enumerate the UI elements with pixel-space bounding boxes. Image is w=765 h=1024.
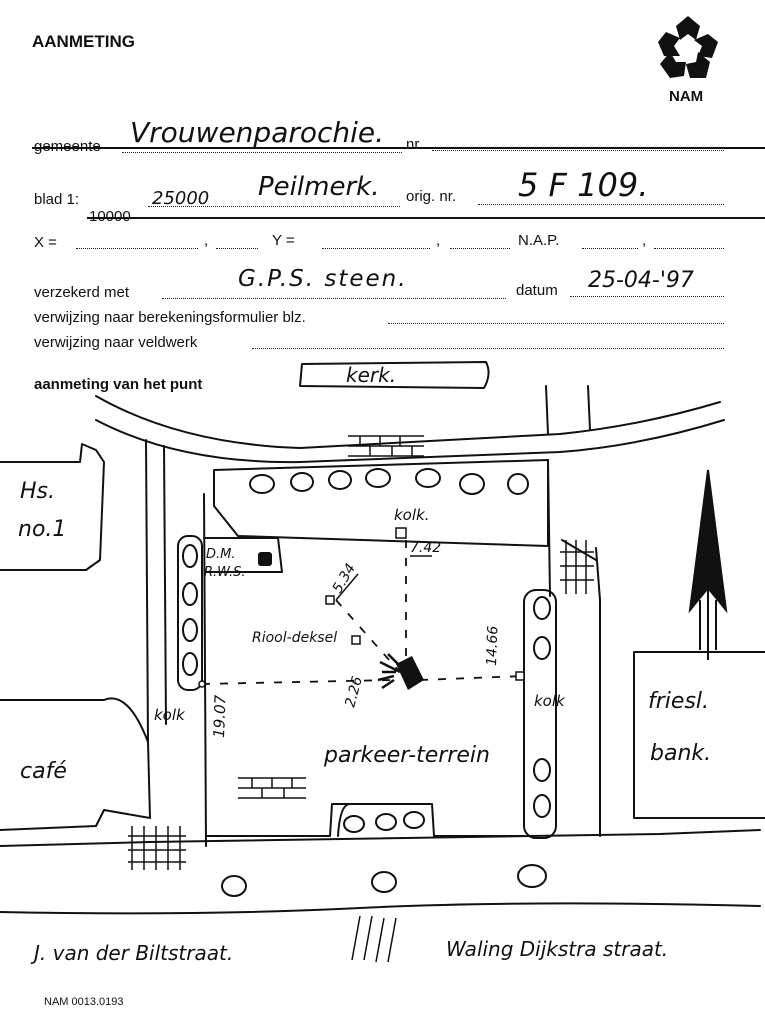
measure-ticks	[335, 555, 432, 601]
peilmerk-value: Peilmerk.	[258, 172, 380, 202]
road-east	[561, 539, 601, 837]
top-planter	[213, 459, 549, 547]
y-decimal-line	[450, 248, 510, 249]
rws-label: R.W.S.	[204, 565, 245, 580]
blad-struck-value: 10000	[87, 208, 765, 225]
orig-nr-label: orig. nr.	[406, 188, 457, 205]
hs-label: Hs.	[20, 479, 55, 504]
dm-label: D.M.	[206, 547, 236, 562]
verwijzing-veldwerk-label: verwijzing naar veldwerk	[34, 334, 198, 351]
footer-code: NAM 0013.0193	[44, 996, 124, 1008]
nap-field-line	[582, 248, 638, 249]
blad-field-line	[148, 206, 400, 207]
kerk-label: kerk.	[346, 363, 396, 387]
y-comma: ,	[436, 232, 441, 249]
nap-decimal-line	[654, 248, 724, 249]
gemeente-value: Vrouwenparochie.	[130, 116, 385, 149]
verwijzing-berekening-line	[388, 323, 724, 324]
parkeer-terrein-label: parkeer-terrein	[323, 743, 490, 768]
building-bank	[633, 651, 765, 819]
kolk-right-label: kolk	[534, 692, 566, 710]
friesl-label: friesl.	[648, 689, 709, 714]
blad-label: blad 1:	[34, 191, 80, 208]
right-planter	[523, 589, 557, 839]
gemeente-label: gemeente	[32, 138, 765, 155]
dm-rws-marker	[258, 552, 272, 566]
left-planter	[177, 535, 203, 691]
parking-south	[205, 803, 525, 837]
kolk-left-label: kolk	[154, 706, 186, 724]
shrubs	[182, 468, 551, 897]
parking-east-top	[547, 459, 551, 597]
measure-lines	[201, 540, 525, 685]
street-biltstraat-label: J. van der Biltstraat.	[30, 941, 233, 965]
brick-patterns	[128, 435, 594, 963]
aanmeting-van-het-punt-label: aanmeting van het punt	[34, 376, 203, 393]
road-left	[145, 439, 207, 847]
riool-deksel-label: Riool-deksel	[252, 630, 337, 646]
measure-742: 7.42	[410, 540, 441, 556]
measure-1466: 14.66	[484, 625, 501, 666]
nap-comma: ,	[642, 232, 647, 249]
x-comma: ,	[204, 232, 209, 249]
verzekerd-label: verzekerd met	[34, 284, 130, 301]
road-bottom-edge-1	[0, 829, 761, 847]
no1-label: no.1	[18, 517, 66, 542]
bank-label: bank.	[650, 741, 711, 766]
dm-corner	[203, 537, 283, 573]
kerk-box	[299, 361, 490, 389]
orig-nr-field-line	[478, 204, 724, 205]
verzekerd-value: G.P.S. steen.	[238, 266, 408, 292]
measure-1907: 19.07	[210, 694, 230, 738]
form-title: AANMETING	[32, 32, 135, 51]
small-markers	[198, 527, 525, 688]
verzekerd-field-line	[162, 298, 506, 299]
building-cafe	[0, 697, 151, 831]
road-top-edge	[95, 395, 721, 449]
gemeente-field-line	[122, 152, 402, 153]
verwijzing-veldwerk-line	[252, 348, 724, 349]
orig-nr-value: 5 F 109.	[518, 166, 649, 204]
datum-label: datum	[516, 282, 558, 299]
nam-logo	[652, 12, 724, 84]
nr-label: nr.	[406, 136, 423, 153]
nr-field-line	[432, 150, 724, 151]
road-north	[545, 385, 591, 435]
building-hs	[0, 443, 105, 571]
datum-value: 25-04-'97	[588, 268, 694, 293]
road-top-edge-2	[95, 419, 725, 464]
datum-field-line	[570, 296, 724, 297]
y-label: Y =	[272, 232, 295, 249]
survey-point	[377, 653, 424, 690]
verwijzing-berekening-label: verwijzing naar berekeningsformulier blz…	[34, 309, 306, 326]
measure-226: 2.26	[342, 675, 366, 709]
x-field-line	[76, 248, 198, 249]
north-arrow	[688, 469, 728, 660]
road-bottom-edge-2	[0, 902, 761, 915]
x-label: X =	[34, 234, 57, 251]
nap-label: N.A.P.	[518, 232, 560, 249]
bottom-planter	[337, 803, 351, 837]
cafe-label: café	[20, 759, 67, 784]
street-waling-dijkstra-label: Waling Dijkstra straat.	[446, 937, 668, 961]
y-field-line	[322, 248, 430, 249]
blad-value: 25000	[152, 188, 210, 209]
nam-logo-text: NAM	[669, 88, 704, 105]
x-decimal-line	[216, 248, 258, 249]
kolk-top-label: kolk.	[394, 506, 430, 524]
